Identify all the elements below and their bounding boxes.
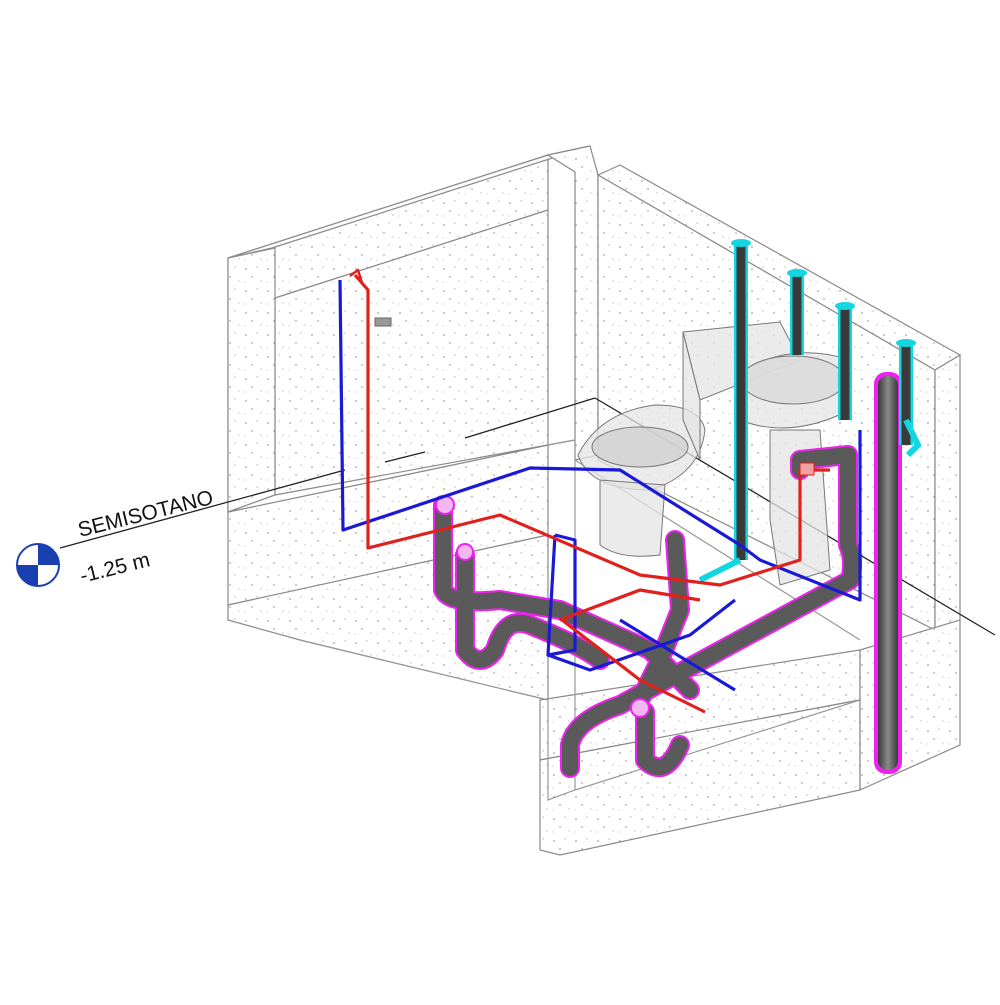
downpipe[interactable]: [874, 372, 902, 774]
vent-system[interactable]: [698, 239, 922, 583]
sanitary-drain[interactable]: [433, 445, 863, 778]
right-wall-end: [934, 353, 961, 631]
level-head-icon[interactable]: [16, 543, 60, 587]
foundation-front: [539, 699, 861, 856]
hot-water-supply[interactable]: [349, 268, 830, 714]
level-marker[interactable]: SEMISOTANO -1.25 m: [16, 486, 216, 588]
corner-column: [546, 145, 599, 461]
cold-water-supply[interactable]: [338, 279, 862, 692]
level-name: SEMISOTANO: [76, 486, 216, 542]
level-elevation: -1.25 m: [78, 548, 153, 588]
left-wall-side: [227, 247, 276, 513]
valves: [374, 317, 815, 476]
